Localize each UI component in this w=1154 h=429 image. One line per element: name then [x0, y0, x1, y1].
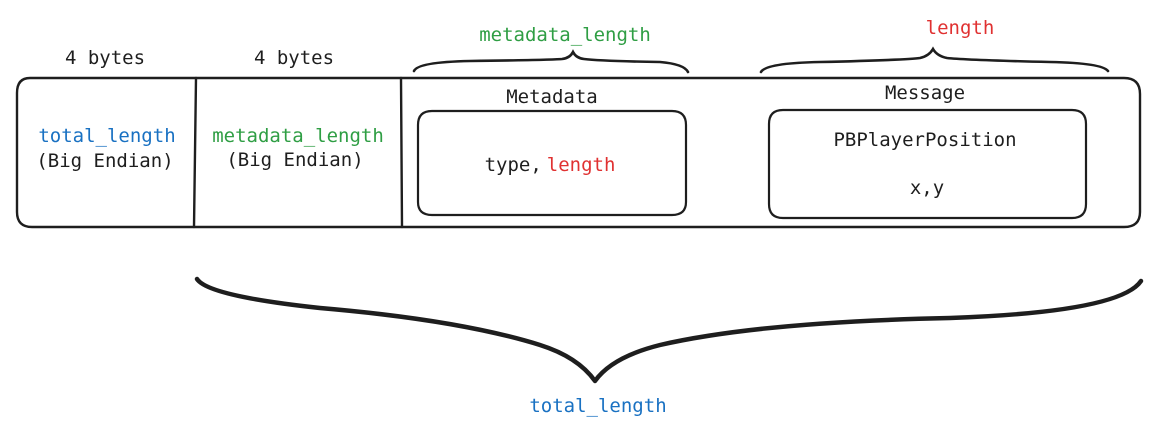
total-length-brace-label: total_length — [529, 395, 667, 417]
total-length-field-note: (Big Endian) — [36, 150, 174, 172]
message-title: Message — [884, 82, 966, 104]
metadata-length-brace — [412, 49, 690, 74]
packet-outer-box — [15, 76, 1142, 229]
metadata-length-field-note: (Big Endian) — [226, 149, 364, 171]
divider-2 — [399, 76, 404, 229]
message-content-type: PBPlayerPosition — [833, 129, 1017, 151]
bytes-label-total-length: 4 bytes — [64, 47, 146, 69]
metadata-content: type,length — [470, 153, 630, 177]
metadata-box — [416, 109, 688, 217]
message-box — [767, 108, 1088, 220]
bytes-label-metadata-length: 4 bytes — [253, 47, 335, 69]
metadata-length-field-name: metadata_length — [212, 125, 384, 147]
total-length-field-name: total_length — [38, 125, 176, 147]
divider-1 — [192, 76, 198, 229]
length-brace-label: length — [925, 17, 995, 39]
metadata-content-length: length — [546, 154, 616, 176]
length-brace — [759, 46, 1110, 74]
metadata-length-brace-label: metadata_length — [479, 24, 651, 46]
metadata-content-type: type, — [484, 154, 542, 176]
metadata-title: Metadata — [506, 86, 598, 108]
total-length-brace — [194, 276, 1144, 384]
message-content-fields: x,y — [909, 177, 945, 199]
